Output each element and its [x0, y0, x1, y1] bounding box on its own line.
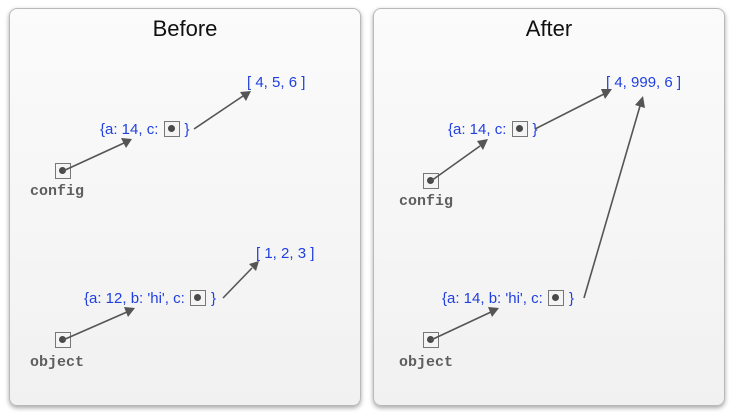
before-arrowhead-config	[121, 138, 132, 148]
before-arrowhead-object-c	[249, 261, 259, 271]
after-object-object-close: }	[568, 290, 574, 307]
before-config-object-close: }	[184, 121, 190, 138]
after-arrows	[430, 89, 645, 341]
after-object-object-text: {a: 14, b: 'hi', c:	[442, 290, 547, 307]
after-arrowhead-object-c	[635, 96, 645, 108]
before-object-label: object	[30, 354, 85, 371]
after-title: After	[525, 16, 573, 41]
before-arrow-config	[62, 142, 125, 172]
before-arrow-object	[62, 311, 128, 341]
after-arrowhead-config	[477, 139, 488, 150]
after-arrowhead-config-c	[601, 89, 612, 99]
before-title: Before	[152, 16, 218, 41]
before-config-object-text: {a: 14, c:	[100, 121, 163, 138]
before-arrows	[62, 91, 259, 341]
after-arrow-object-c	[583, 105, 641, 299]
after-config-label: config	[399, 193, 454, 210]
after-object-object: {a: 14, b: 'hi', c: }	[442, 290, 574, 307]
before-arrowhead-config-c	[240, 91, 251, 101]
before-arrowhead-object	[124, 307, 135, 317]
before-config-label: config	[30, 183, 85, 200]
before-object-object-text: {a: 12, b: 'hi', c:	[84, 290, 189, 307]
before-object-object: {a: 12, b: 'hi', c: }	[84, 290, 216, 307]
after-config-object-text: {a: 14, c:	[448, 121, 511, 138]
before-panel: Before config {a: 14, c: } [ 4, 5, 6 ] o…	[9, 8, 361, 406]
after-arrow-config	[430, 145, 481, 182]
before-config-c-array: [ 4, 5, 6 ]	[247, 74, 306, 91]
before-object-c-array: [ 1, 2, 3 ]	[256, 245, 315, 262]
after-object-c-pointer	[547, 290, 564, 306]
after-arrow-object	[430, 311, 492, 341]
after-config-c-pointer	[511, 121, 528, 137]
before-arrow-object-c	[222, 267, 253, 299]
after-config-object: {a: 14, c: }	[448, 121, 538, 138]
before-object-object-close: }	[210, 290, 216, 307]
after-arrow-config-c	[534, 93, 605, 130]
after-panel: After config {a: 14, c: } [ 4, 999, 6 ] …	[373, 8, 725, 406]
after-shared-array: [ 4, 999, 6 ]	[606, 74, 682, 91]
after-arrowhead-object	[488, 307, 499, 317]
after-config-object-close: }	[532, 121, 538, 138]
before-config-c-pointer	[163, 121, 180, 137]
before-object-c-pointer	[189, 290, 206, 306]
before-arrow-config-c	[193, 95, 244, 130]
after-object-label: object	[399, 354, 454, 371]
before-config-object: {a: 14, c: }	[100, 121, 190, 138]
